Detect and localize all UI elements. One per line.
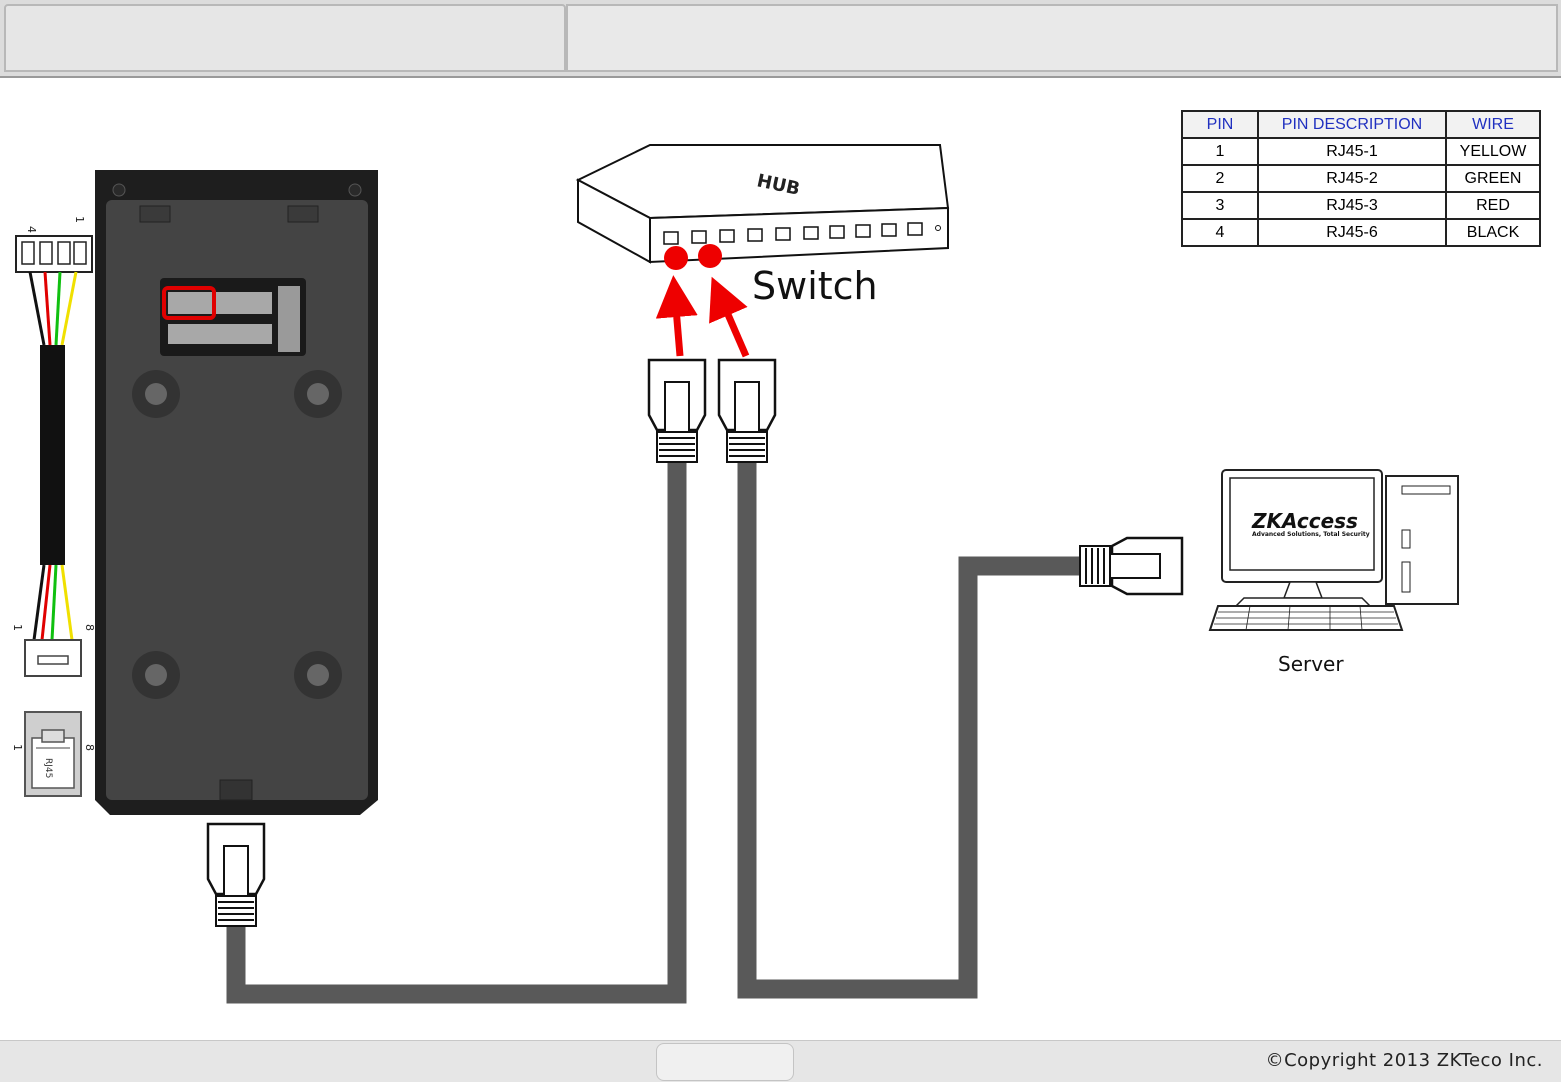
rj45-plug-switch-2 bbox=[719, 360, 775, 462]
pin-label-1: 1 bbox=[73, 216, 86, 223]
wire-cell: BLACK bbox=[1446, 219, 1540, 246]
pin-table-header-pin: PIN bbox=[1182, 111, 1258, 138]
pin-label-4: 4 bbox=[25, 226, 38, 233]
rj45-plug-device bbox=[208, 824, 264, 926]
rj45-plug-server bbox=[1080, 538, 1182, 594]
pin-table: PIN PIN DESCRIPTION WIRE 1 RJ45-1 YELLOW… bbox=[1181, 110, 1541, 247]
desc-cell: RJ45-1 bbox=[1258, 138, 1446, 165]
page-number-box bbox=[656, 1043, 794, 1081]
pin-label-8: 8 bbox=[83, 624, 96, 631]
wire-cell: GREEN bbox=[1446, 165, 1540, 192]
wire-harness: 4 1 1 8 bbox=[11, 216, 96, 676]
table-row: 1 RJ45-1 YELLOW bbox=[1182, 138, 1540, 165]
switch-label: Switch bbox=[752, 264, 878, 308]
wire-cell: YELLOW bbox=[1446, 138, 1540, 165]
wire-cell: RED bbox=[1446, 192, 1540, 219]
copyright-text: ©Copyright 2013 ZKTeco Inc. bbox=[1266, 1050, 1543, 1071]
switch-port-2-marker bbox=[698, 244, 722, 268]
table-row: 3 RJ45-3 RED bbox=[1182, 192, 1540, 219]
pin-cell: 3 bbox=[1182, 192, 1258, 219]
server-label: Server bbox=[1278, 652, 1344, 676]
table-row: 2 RJ45-2 GREEN bbox=[1182, 165, 1540, 192]
cable-switch-to-server bbox=[747, 462, 1080, 989]
rj45-plug-switch-1 bbox=[649, 360, 705, 462]
table-row: 4 RJ45-6 BLACK bbox=[1182, 219, 1540, 246]
network-switch: HUB bbox=[578, 145, 948, 270]
rj45-jack: RJ45 1 8 bbox=[11, 712, 96, 796]
pin-label-8b: 8 bbox=[83, 744, 96, 751]
zkaccess-logo: ZKAccess bbox=[1251, 509, 1358, 533]
server-computer: ZKAccess Advanced Solutions, Total Secur… bbox=[1210, 470, 1458, 630]
desc-cell: RJ45-3 bbox=[1258, 192, 1446, 219]
access-control-device bbox=[95, 170, 378, 815]
arrow-to-port-2 bbox=[720, 296, 746, 356]
zkaccess-tagline: Advanced Solutions, Total Security bbox=[1252, 531, 1370, 538]
rj45-jack-label: RJ45 bbox=[43, 758, 53, 778]
pin-table-header-wire: WIRE bbox=[1446, 111, 1540, 138]
pin-cell: 1 bbox=[1182, 138, 1258, 165]
pin-cell: 4 bbox=[1182, 219, 1258, 246]
desc-cell: RJ45-2 bbox=[1258, 165, 1446, 192]
arrow-to-port-1 bbox=[675, 296, 680, 356]
footer-bar: ©Copyright 2013 ZKTeco Inc. bbox=[0, 1040, 1561, 1082]
desc-cell: RJ45-6 bbox=[1258, 219, 1446, 246]
pin-label-1c: 1 bbox=[11, 744, 24, 751]
switch-port-1-marker bbox=[664, 246, 688, 270]
pin-cell: 2 bbox=[1182, 165, 1258, 192]
pin-table-header-desc: PIN DESCRIPTION bbox=[1258, 111, 1446, 138]
pin-label-1b: 1 bbox=[11, 624, 24, 631]
